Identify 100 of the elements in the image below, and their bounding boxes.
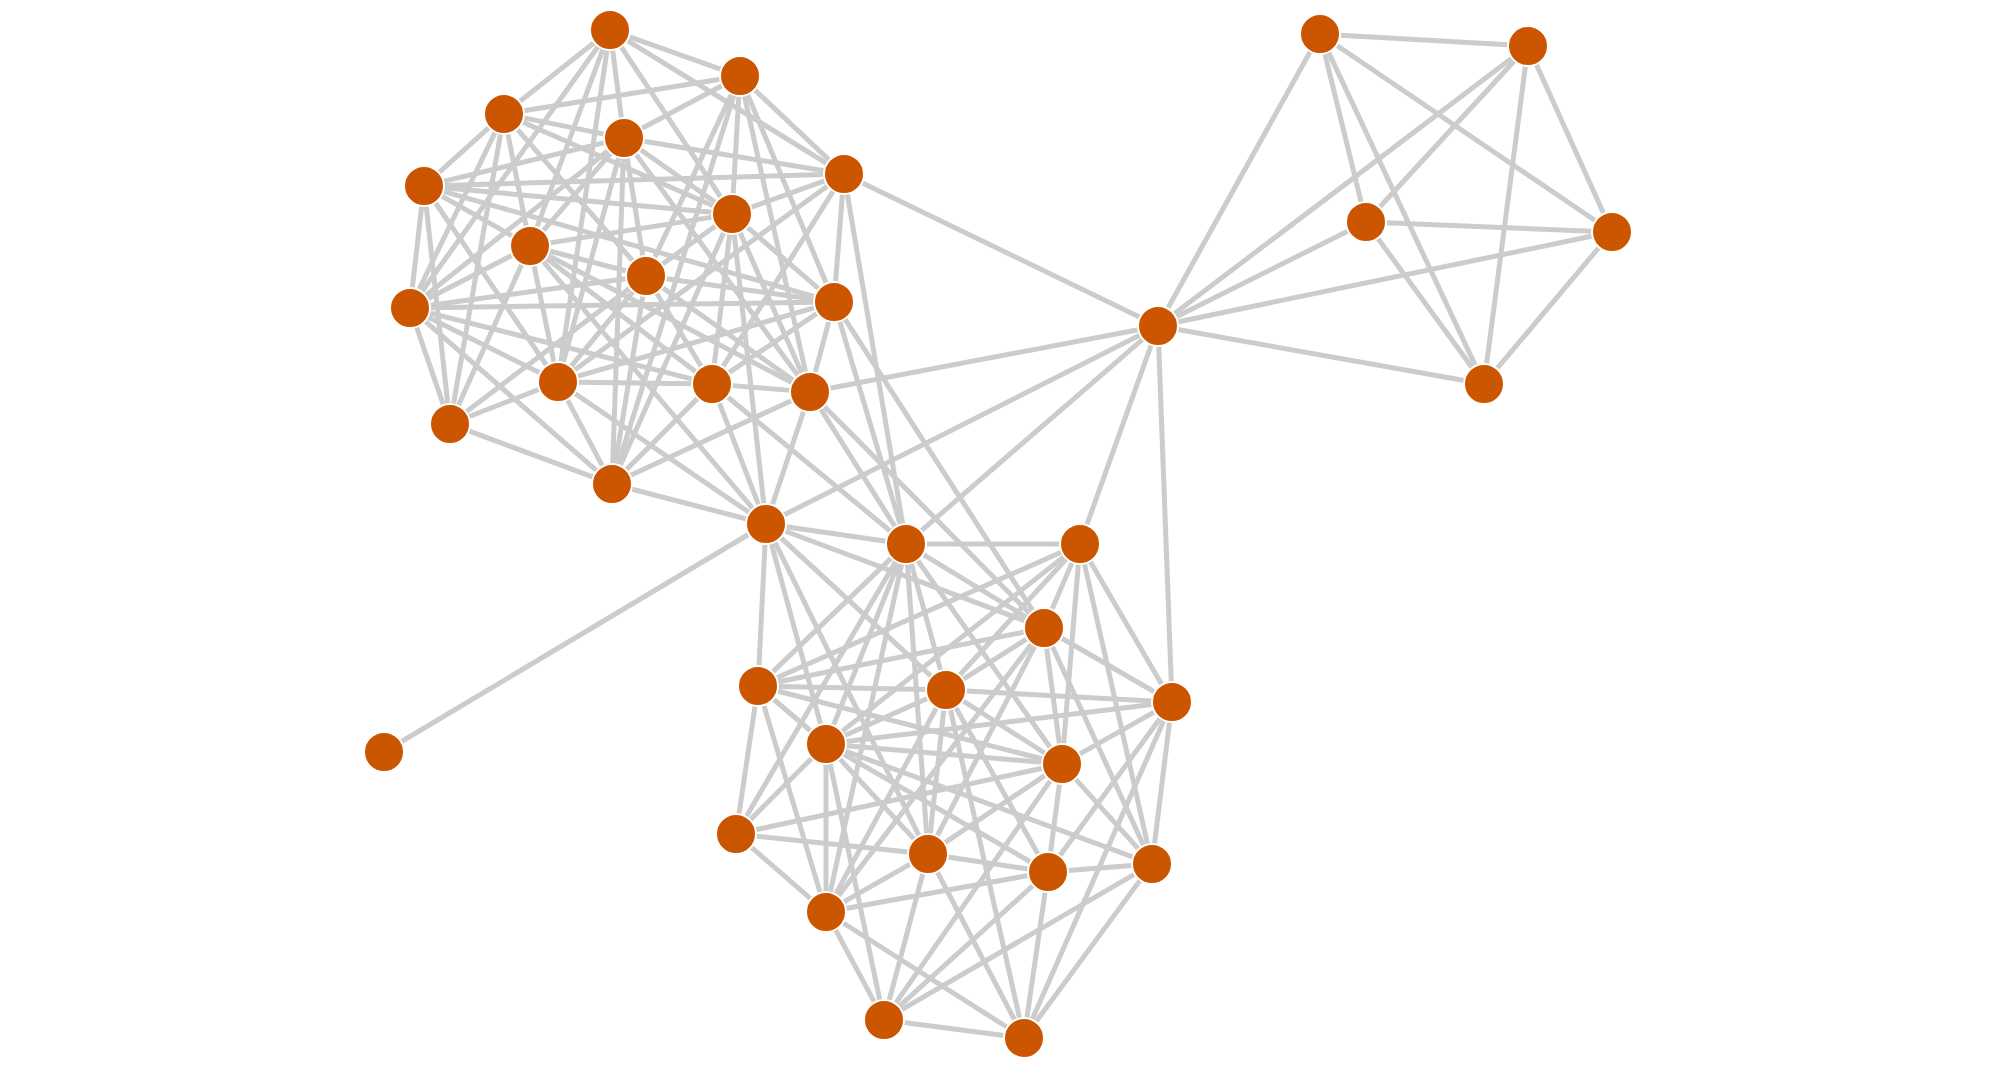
- link-line: [1044, 647, 1062, 745]
- network-node: [589, 9, 631, 51]
- link-line: [785, 524, 887, 544]
- link-line: [568, 289, 636, 369]
- link-line: [1057, 716, 1163, 858]
- link-line: [842, 317, 1036, 613]
- link-line: [1067, 863, 1133, 873]
- network-node: [885, 523, 927, 565]
- link-line: [534, 47, 606, 229]
- link-line: [777, 683, 927, 693]
- link-line: [782, 332, 1142, 518]
- link-line: [464, 286, 632, 414]
- link-line: [845, 701, 1153, 745]
- link-line: [934, 644, 1038, 838]
- link-line: [652, 93, 734, 259]
- link-line: [628, 34, 722, 72]
- link-line: [428, 310, 694, 382]
- link-line: [1033, 878, 1143, 1024]
- link-line: [624, 157, 646, 257]
- link-line: [1375, 236, 1475, 370]
- network-node: [711, 193, 753, 235]
- link-line: [837, 756, 917, 842]
- network-node: [483, 93, 525, 135]
- link-line: [935, 870, 1017, 1022]
- link-line: [629, 398, 793, 478]
- link-line: [544, 256, 698, 374]
- link-line: [777, 629, 1025, 685]
- link-line: [756, 543, 768, 667]
- link-line: [450, 133, 504, 405]
- link-line: [755, 765, 1043, 833]
- link-line: [860, 180, 1142, 320]
- network-node: [907, 833, 949, 875]
- link-line: [521, 119, 715, 209]
- network-node: [1463, 363, 1505, 405]
- link-line: [1322, 52, 1364, 204]
- link-line: [745, 93, 829, 285]
- link-line: [610, 157, 626, 465]
- link-line: [433, 201, 549, 367]
- link-line: [752, 87, 832, 163]
- link-line: [900, 871, 1136, 1013]
- link-line: [1177, 233, 1593, 325]
- link-line: [1049, 561, 1075, 611]
- link-line: [1172, 56, 1514, 316]
- link-line: [437, 125, 491, 175]
- link-line: [565, 398, 605, 468]
- link-line: [612, 295, 646, 465]
- link-line: [1484, 65, 1528, 365]
- link-line: [1087, 560, 1165, 686]
- link-line: [443, 172, 825, 188]
- link-line: [727, 311, 819, 375]
- link-line: [842, 751, 1032, 865]
- link-line: [1339, 32, 1509, 48]
- link-line: [775, 549, 1063, 681]
- link-line: [1326, 51, 1478, 367]
- link-line: [423, 205, 451, 405]
- link-line: [818, 407, 898, 529]
- link-line: [1533, 63, 1607, 215]
- link-line: [630, 486, 748, 522]
- link-line: [908, 562, 944, 672]
- link-line: [1060, 635, 1156, 695]
- link-line: [416, 130, 498, 292]
- link-line: [549, 214, 713, 246]
- link-line: [731, 233, 767, 505]
- link-line: [541, 259, 755, 511]
- link-line: [903, 1020, 1005, 1038]
- link-line: [1081, 562, 1151, 846]
- link-line: [442, 189, 816, 299]
- link-line: [531, 265, 557, 363]
- link-line: [660, 223, 718, 267]
- link-line: [572, 183, 830, 373]
- link-line: [953, 706, 1041, 856]
- link-line: [711, 233, 733, 365]
- link-line: [560, 156, 622, 364]
- link-line: [505, 133, 529, 227]
- link-line: [833, 706, 939, 896]
- link-line: [1084, 344, 1154, 526]
- link-line: [419, 44, 601, 294]
- link-line: [845, 743, 1043, 765]
- link-line: [947, 854, 1029, 872]
- link-line: [779, 535, 933, 679]
- link-line: [837, 320, 903, 526]
- network-node: [737, 665, 779, 707]
- link-line: [1377, 59, 1517, 209]
- network-node: [1151, 681, 1193, 723]
- link-line: [1029, 719, 1167, 1021]
- link-line: [443, 185, 713, 215]
- link-line: [927, 709, 947, 835]
- link-line: [893, 779, 1053, 1005]
- link-line: [423, 319, 599, 473]
- network-node: [363, 731, 405, 773]
- link-line: [827, 763, 883, 1001]
- link-line: [725, 394, 893, 534]
- network-node: [789, 371, 831, 413]
- link-line: [1494, 245, 1602, 371]
- link-line: [886, 872, 926, 1002]
- network-node: [389, 287, 431, 329]
- network-node: [813, 281, 855, 323]
- link-line: [961, 636, 1029, 682]
- link-line: [633, 152, 801, 378]
- link-line: [897, 883, 1035, 1009]
